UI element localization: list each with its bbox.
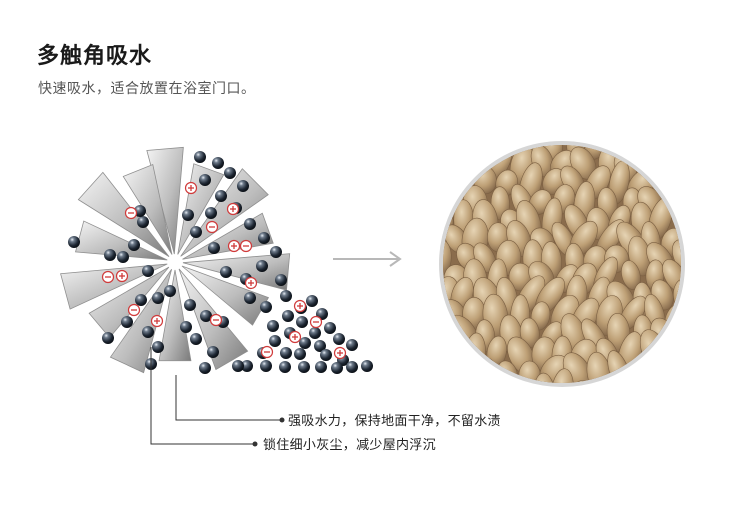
water-particle: [280, 347, 292, 359]
water-particle: [282, 310, 294, 322]
water-particle: [258, 232, 270, 244]
water-particle: [320, 349, 332, 361]
water-particle: [298, 361, 310, 373]
water-particle: [117, 251, 129, 263]
water-particles: [68, 151, 373, 374]
negative-ion-icon: [260, 345, 274, 359]
water-particle: [241, 360, 253, 372]
callout-dust-lock: 锁住细小灰尘，减少屋内浮沉: [263, 438, 436, 453]
water-particle: [224, 167, 236, 179]
water-particle: [205, 207, 217, 219]
water-particle: [275, 274, 287, 286]
water-particle: [314, 340, 326, 352]
water-particle: [142, 265, 154, 277]
water-particle: [142, 326, 154, 338]
water-particle: [121, 316, 133, 328]
water-particle: [361, 360, 373, 372]
water-particle: [237, 180, 249, 192]
positive-ion-icon: [115, 269, 129, 283]
positive-ion-icon: [288, 330, 302, 344]
water-particle: [232, 360, 244, 372]
water-particle: [215, 190, 227, 202]
chenille-tuft: [551, 368, 574, 383]
water-particle: [260, 301, 272, 313]
water-particle: [324, 322, 336, 334]
water-particle: [333, 333, 345, 345]
water-particle: [260, 360, 272, 372]
water-particle: [182, 209, 194, 221]
fiber-spike: [158, 269, 192, 362]
water-particle: [135, 294, 147, 306]
water-particle: [199, 174, 211, 186]
water-particle: [270, 246, 282, 258]
water-particle: [269, 335, 281, 347]
water-particle: [220, 266, 232, 278]
positive-ion-icon: [333, 346, 347, 360]
fiber-spike: [122, 163, 173, 255]
water-particle: [199, 362, 211, 374]
water-particle: [280, 290, 292, 302]
callout-water-absorption: 强吸水力，保持地面干净，不留水渍: [288, 414, 501, 429]
water-particle: [346, 361, 358, 373]
positive-ion-icon: [184, 181, 198, 195]
chenille-tuft: [572, 380, 595, 383]
water-particle: [207, 346, 219, 358]
water-particle: [190, 226, 202, 238]
page-subtitle: 快速吸水，适合放置在浴室门口。: [38, 81, 256, 97]
water-particle: [244, 292, 256, 304]
water-particle: [152, 341, 164, 353]
water-particle: [152, 292, 164, 304]
water-particle: [244, 218, 256, 230]
water-particle: [309, 327, 321, 339]
water-particle: [137, 216, 149, 228]
water-particle: [346, 339, 358, 351]
callout-lines: [150, 347, 285, 447]
water-particle: [104, 249, 116, 261]
water-particle: [194, 151, 206, 163]
water-particle: [212, 157, 224, 169]
water-particle: [279, 361, 291, 373]
water-particle: [128, 239, 140, 251]
fiber-spike: [181, 265, 270, 326]
page-title: 多触角吸水: [37, 44, 153, 69]
fiber-spike: [177, 163, 225, 255]
water-particle: [68, 236, 80, 248]
microfiber-closeup-image: [439, 141, 685, 387]
chenille-tuft: [533, 372, 556, 383]
negative-ion-icon: [124, 206, 138, 220]
arrow-icon: [333, 251, 402, 267]
positive-ion-icon: [293, 299, 307, 313]
chenille-tuft: [519, 317, 540, 348]
water-particle: [208, 242, 220, 254]
water-particle: [306, 295, 318, 307]
water-particle: [315, 361, 327, 373]
positive-ion-icon: [244, 276, 258, 290]
negative-ion-icon: [239, 239, 253, 253]
water-particle: [267, 320, 279, 332]
water-particle: [190, 333, 202, 345]
positive-ion-icon: [150, 314, 164, 328]
positive-ion-icon: [227, 239, 241, 253]
negative-ion-icon: [309, 315, 323, 329]
fiber-spike: [60, 263, 168, 310]
water-particle: [256, 260, 268, 272]
positive-ion-icon: [226, 202, 240, 216]
microfiber-starburst: [60, 146, 291, 374]
negative-ion-icon: [101, 270, 115, 284]
water-particle: [180, 321, 192, 333]
negative-ion-icon: [209, 313, 223, 327]
water-particle: [184, 299, 196, 311]
water-particle: [299, 337, 311, 349]
chenille-tuft: [443, 238, 452, 277]
water-particle: [331, 362, 343, 374]
water-particle: [102, 332, 114, 344]
negative-ion-icon: [127, 303, 141, 317]
ion-charges: [101, 181, 347, 360]
negative-ion-icon: [205, 220, 219, 234]
water-particle: [164, 285, 176, 297]
water-particle: [200, 310, 212, 322]
water-particle: [294, 348, 306, 360]
water-particle: [296, 316, 308, 328]
